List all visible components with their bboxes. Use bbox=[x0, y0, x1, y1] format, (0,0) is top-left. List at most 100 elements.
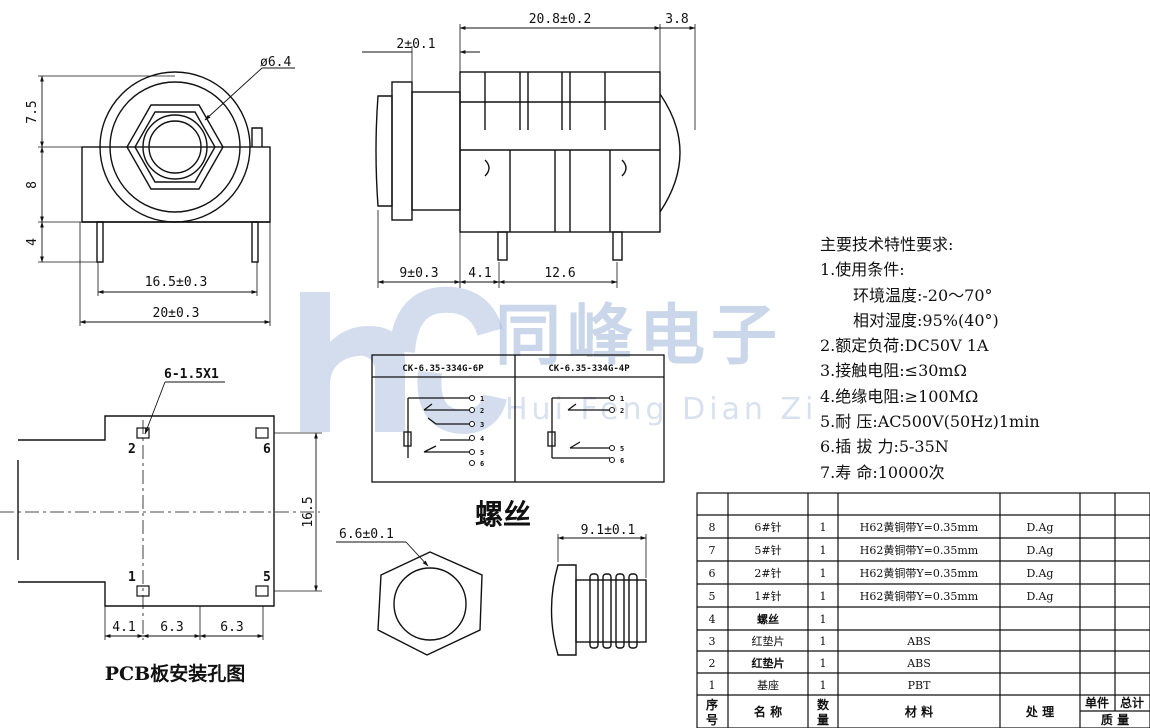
spec-line-1: 1.使用条件: bbox=[820, 260, 905, 280]
table-row: 6 2#针 1 H62黄铜带Y=0.35mm D.Ag bbox=[709, 566, 1054, 580]
dim-screw-9-1: 9.1±0.1 bbox=[581, 523, 636, 538]
sch-pin-l5: 5 bbox=[480, 449, 484, 457]
bom-material: ABS bbox=[906, 657, 931, 670]
nut-view bbox=[336, 541, 483, 656]
dim-nut-6-6: 6.6±0.1 bbox=[339, 527, 394, 542]
bom-header-unit: 单件 bbox=[1085, 695, 1109, 710]
bom-name: 1#针 bbox=[754, 589, 781, 603]
table-row: 8 6#针 1 H62黄铜带Y=0.35mm D.Ag bbox=[709, 520, 1054, 534]
table-row: 5 1#针 1 H62黄铜带Y=0.35mm D.Ag bbox=[709, 589, 1054, 603]
side-view bbox=[362, 24, 696, 288]
pcb-title: PCB板安装孔图 bbox=[105, 662, 245, 685]
dim-4-1: 4.1 bbox=[468, 266, 491, 281]
pcb-pin-6: 6 bbox=[263, 442, 271, 457]
sch-pin-l2: 2 bbox=[480, 407, 484, 415]
schematic-pin-circles bbox=[469, 395, 615, 466]
bom-header-qty-b: 量 bbox=[817, 713, 829, 727]
pcb-pin-2: 2 bbox=[128, 442, 136, 457]
bom-material: H62黄铜带Y=0.35mm bbox=[860, 566, 979, 580]
dim-pcb-6-3-a: 6.3 bbox=[160, 620, 183, 635]
bom-header-no-a: 序 bbox=[706, 697, 718, 712]
dim-2: 2±0.1 bbox=[396, 37, 435, 52]
bom-no: 3 bbox=[709, 635, 716, 648]
bom-material: PBT bbox=[908, 679, 931, 692]
spec-line-7: 7.寿 命:10000次 bbox=[820, 462, 945, 482]
bom-header-name: 名 称 bbox=[754, 704, 782, 719]
sch-pin-r5: 5 bbox=[620, 445, 624, 453]
bom-name: 2#针 bbox=[754, 566, 781, 580]
sch-pin-r6: 6 bbox=[620, 457, 624, 465]
bom-no: 6 bbox=[709, 567, 716, 580]
spec-line-4: 4.绝缘电阻:≥100MΩ bbox=[820, 386, 979, 406]
dim-12-6: 12.6 bbox=[544, 266, 575, 281]
bom-header-total: 总计 bbox=[1120, 695, 1144, 710]
bom-material: H62黄铜带Y=0.35mm bbox=[860, 589, 979, 603]
spec-line-6: 6.插 拔 力:5-35N bbox=[820, 437, 949, 457]
bom-name: 5#针 bbox=[754, 543, 781, 557]
dim-pcb-16-5: 16.5 bbox=[301, 496, 316, 527]
pcb-pin-5: 5 bbox=[263, 570, 271, 585]
spec-list: 主要技术特性要求: 1.使用条件: 环境温度:-20～70° 相对湿度:95%(… bbox=[820, 232, 1145, 485]
dim-pcb-4-1: 4.1 bbox=[112, 620, 135, 635]
bom-header-weight: 质 量 bbox=[1101, 712, 1129, 727]
spec-line-1a: 环境温度:-20～70° bbox=[853, 285, 993, 305]
bom-qty: 1 bbox=[820, 590, 827, 603]
bom-header-material: 材 料 bbox=[904, 704, 933, 719]
bom-no: 8 bbox=[709, 521, 716, 534]
dim-9: 9±0.3 bbox=[399, 266, 438, 281]
sch-pin-r1: 1 bbox=[620, 395, 624, 403]
dim-pcb-6-3-b: 6.3 bbox=[220, 620, 243, 635]
bom-no: 4 bbox=[709, 613, 716, 626]
bom-header-finish: 处 理 bbox=[1025, 704, 1054, 719]
dim-diameter: ø6.4 bbox=[260, 55, 291, 70]
spec-line-5: 5.耐 压:AC500V(50Hz)1min bbox=[820, 412, 1040, 432]
front-view bbox=[38, 67, 295, 326]
bom-qty: 1 bbox=[820, 613, 827, 626]
bom-material: ABS bbox=[906, 635, 931, 648]
dim-8: 8 bbox=[25, 181, 40, 189]
table-row: 4 螺丝 1 bbox=[709, 612, 827, 626]
table-row: 7 5#针 1 H62黄铜带Y=0.35mm D.Ag bbox=[709, 543, 1054, 557]
table-row: 2 红垫片 1 ABS bbox=[709, 656, 931, 670]
bom-qty: 1 bbox=[820, 544, 827, 557]
bom-name: 螺丝 bbox=[757, 612, 779, 626]
sch-pin-l3: 3 bbox=[480, 421, 484, 429]
screw-title: 螺丝 bbox=[475, 498, 531, 531]
dim-20-8: 20.8±0.2 bbox=[529, 12, 592, 27]
spec-line-2: 2.额定负荷:DC50V 1A bbox=[820, 336, 989, 356]
bom-no: 2 bbox=[709, 657, 716, 670]
schematic-box bbox=[371, 354, 665, 483]
bom-finish: D.Ag bbox=[1027, 544, 1054, 557]
bom-no: 7 bbox=[709, 544, 716, 557]
dim-4: 4 bbox=[25, 238, 40, 246]
bom-material: H62黄铜带Y=0.35mm bbox=[860, 520, 979, 534]
dim-7-5: 7.5 bbox=[25, 100, 40, 123]
bom-finish: D.Ag bbox=[1027, 521, 1054, 534]
bom-table-rows: 8 6#针 1 H62黄铜带Y=0.35mm D.Ag 7 5#针 1 H62黄… bbox=[709, 520, 1054, 692]
bom-header-qty-a: 数 bbox=[817, 697, 830, 712]
dim-20: 20±0.3 bbox=[153, 306, 200, 321]
bom-no: 5 bbox=[709, 590, 716, 603]
sch-pin-r2: 2 bbox=[620, 407, 624, 415]
bom-table-grid bbox=[696, 492, 1150, 728]
bom-qty: 1 bbox=[820, 521, 827, 534]
dim-16-5: 16.5±0.3 bbox=[145, 275, 208, 290]
pcb-layout bbox=[0, 381, 322, 640]
bom-name: 红垫片 bbox=[752, 656, 785, 670]
bom-name: 红垫片 bbox=[752, 634, 785, 648]
bom-finish: D.Ag bbox=[1027, 567, 1054, 580]
bom-material: H62黄铜带Y=0.35mm bbox=[860, 543, 979, 557]
table-row: 1 基座 1 PBT bbox=[709, 678, 932, 692]
bom-finish: D.Ag bbox=[1027, 590, 1054, 603]
spec-title: 主要技术特性要求: bbox=[820, 235, 954, 254]
bom-qty: 1 bbox=[820, 657, 827, 670]
bom-no: 1 bbox=[709, 679, 716, 692]
bom-header-no-b: 号 bbox=[706, 712, 718, 727]
table-row: 3 红垫片 1 ABS bbox=[709, 634, 931, 648]
bom-qty: 1 bbox=[820, 567, 827, 580]
screw-view bbox=[550, 534, 647, 656]
sch-pin-l6: 6 bbox=[480, 460, 484, 468]
schematic-right-title: CK-6.35-334G-4P bbox=[548, 364, 630, 374]
bom-table-header: 序 号 名 称 数 量 材 料 处 理 单件 总计 质 量 bbox=[706, 695, 1144, 727]
